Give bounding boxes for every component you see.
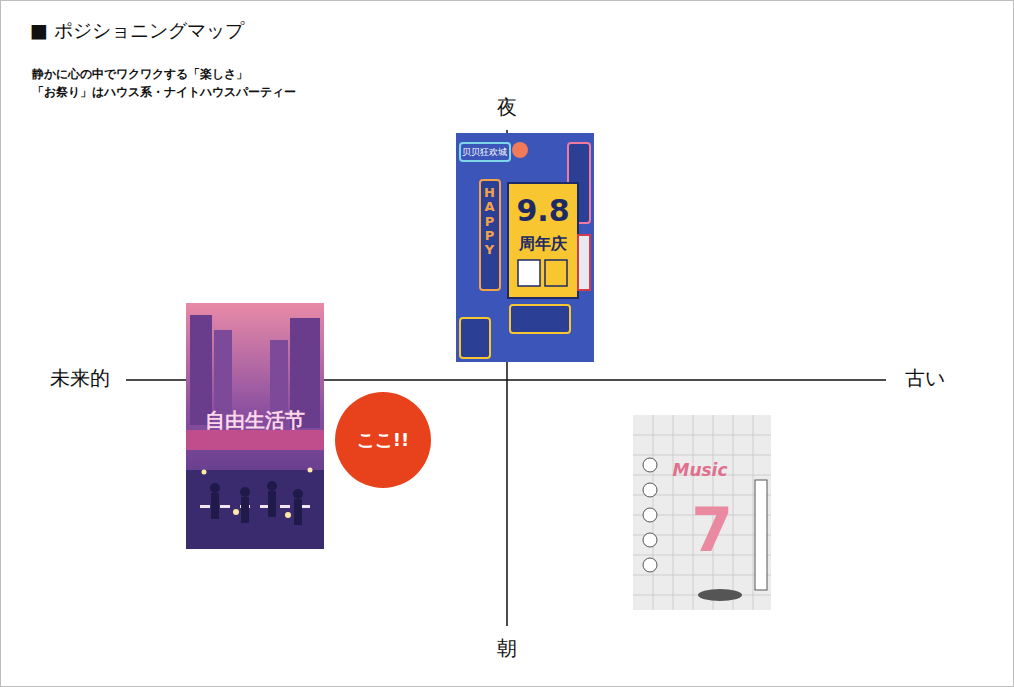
axis-label: 朝 [497,635,517,662]
poster-text: 贝贝狂欢城 [462,146,507,159]
note-text: 静かに心の中でワクワクする「楽しさ」 [32,66,248,83]
poster-text: 9.8 [516,193,569,228]
poster-text: HAPPY [483,186,496,257]
poster-text: 自由生活节 [205,407,305,434]
axis-label: 夜 [497,94,517,121]
poster-text: 7 [691,495,733,565]
note-text: 「お祭り」はハウス系・ナイトハウスパーティー [32,84,296,101]
map-title: ■ ポジショニングマップ [30,18,244,44]
axis-label: 古い [905,365,945,392]
night-poster [456,133,594,362]
poster-text: Music [672,460,727,480]
old-poster [633,415,771,610]
axis-label: 未来的 [50,365,110,392]
future-poster [186,303,324,549]
highlight-circle: ここ!! [335,392,431,488]
poster-text: 周年庆 [519,234,567,255]
node-text: ここ!! [357,428,409,452]
